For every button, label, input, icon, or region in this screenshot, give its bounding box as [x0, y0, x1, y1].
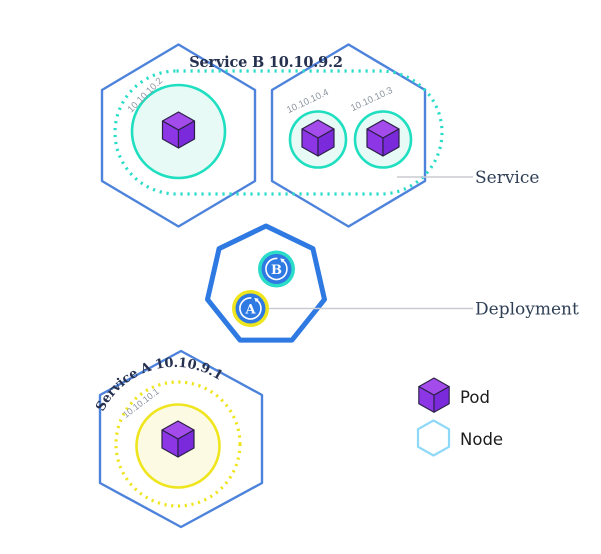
- deployment-badge-b: B: [258, 250, 295, 288]
- badge-a-cycle-arrow-icon: [239, 297, 262, 320]
- legend-node-label: Node: [460, 430, 503, 449]
- deployment-callout-label: Deployment: [475, 300, 579, 320]
- legend-item-node: Node: [416, 419, 503, 457]
- service-b-title: Service B 10.10.9.2: [189, 54, 343, 71]
- badge-b-arrowhead: [280, 258, 285, 263]
- legend-item-pod: Pod: [418, 377, 490, 413]
- badge-b-letter: B: [271, 263, 282, 278]
- legend-pod-label: Pod: [460, 388, 490, 407]
- service-callout-label: Service: [475, 168, 539, 188]
- service-b-group: Service B 10.10.9.2 10.10.10.2 10.10.10.…: [100, 43, 539, 228]
- legend: Pod Node: [416, 377, 503, 457]
- badge-a-arrowhead: [254, 297, 259, 303]
- service-a-boundary: [114, 380, 242, 508]
- badge-a-letter: A: [244, 302, 256, 317]
- legend-pod-cube-icon: [418, 377, 450, 413]
- service-b-boundary: [113, 69, 444, 196]
- service-a-group: Service A 10.10.9.1 10.10.10.1: [93, 349, 264, 529]
- legend-node-hexagon-icon: [416, 419, 451, 457]
- deployment-badge-a: A: [232, 290, 269, 327]
- badge-b-cycle-arrow-icon: [265, 257, 288, 281]
- deployment-group: B A Deployment: [205, 223, 579, 343]
